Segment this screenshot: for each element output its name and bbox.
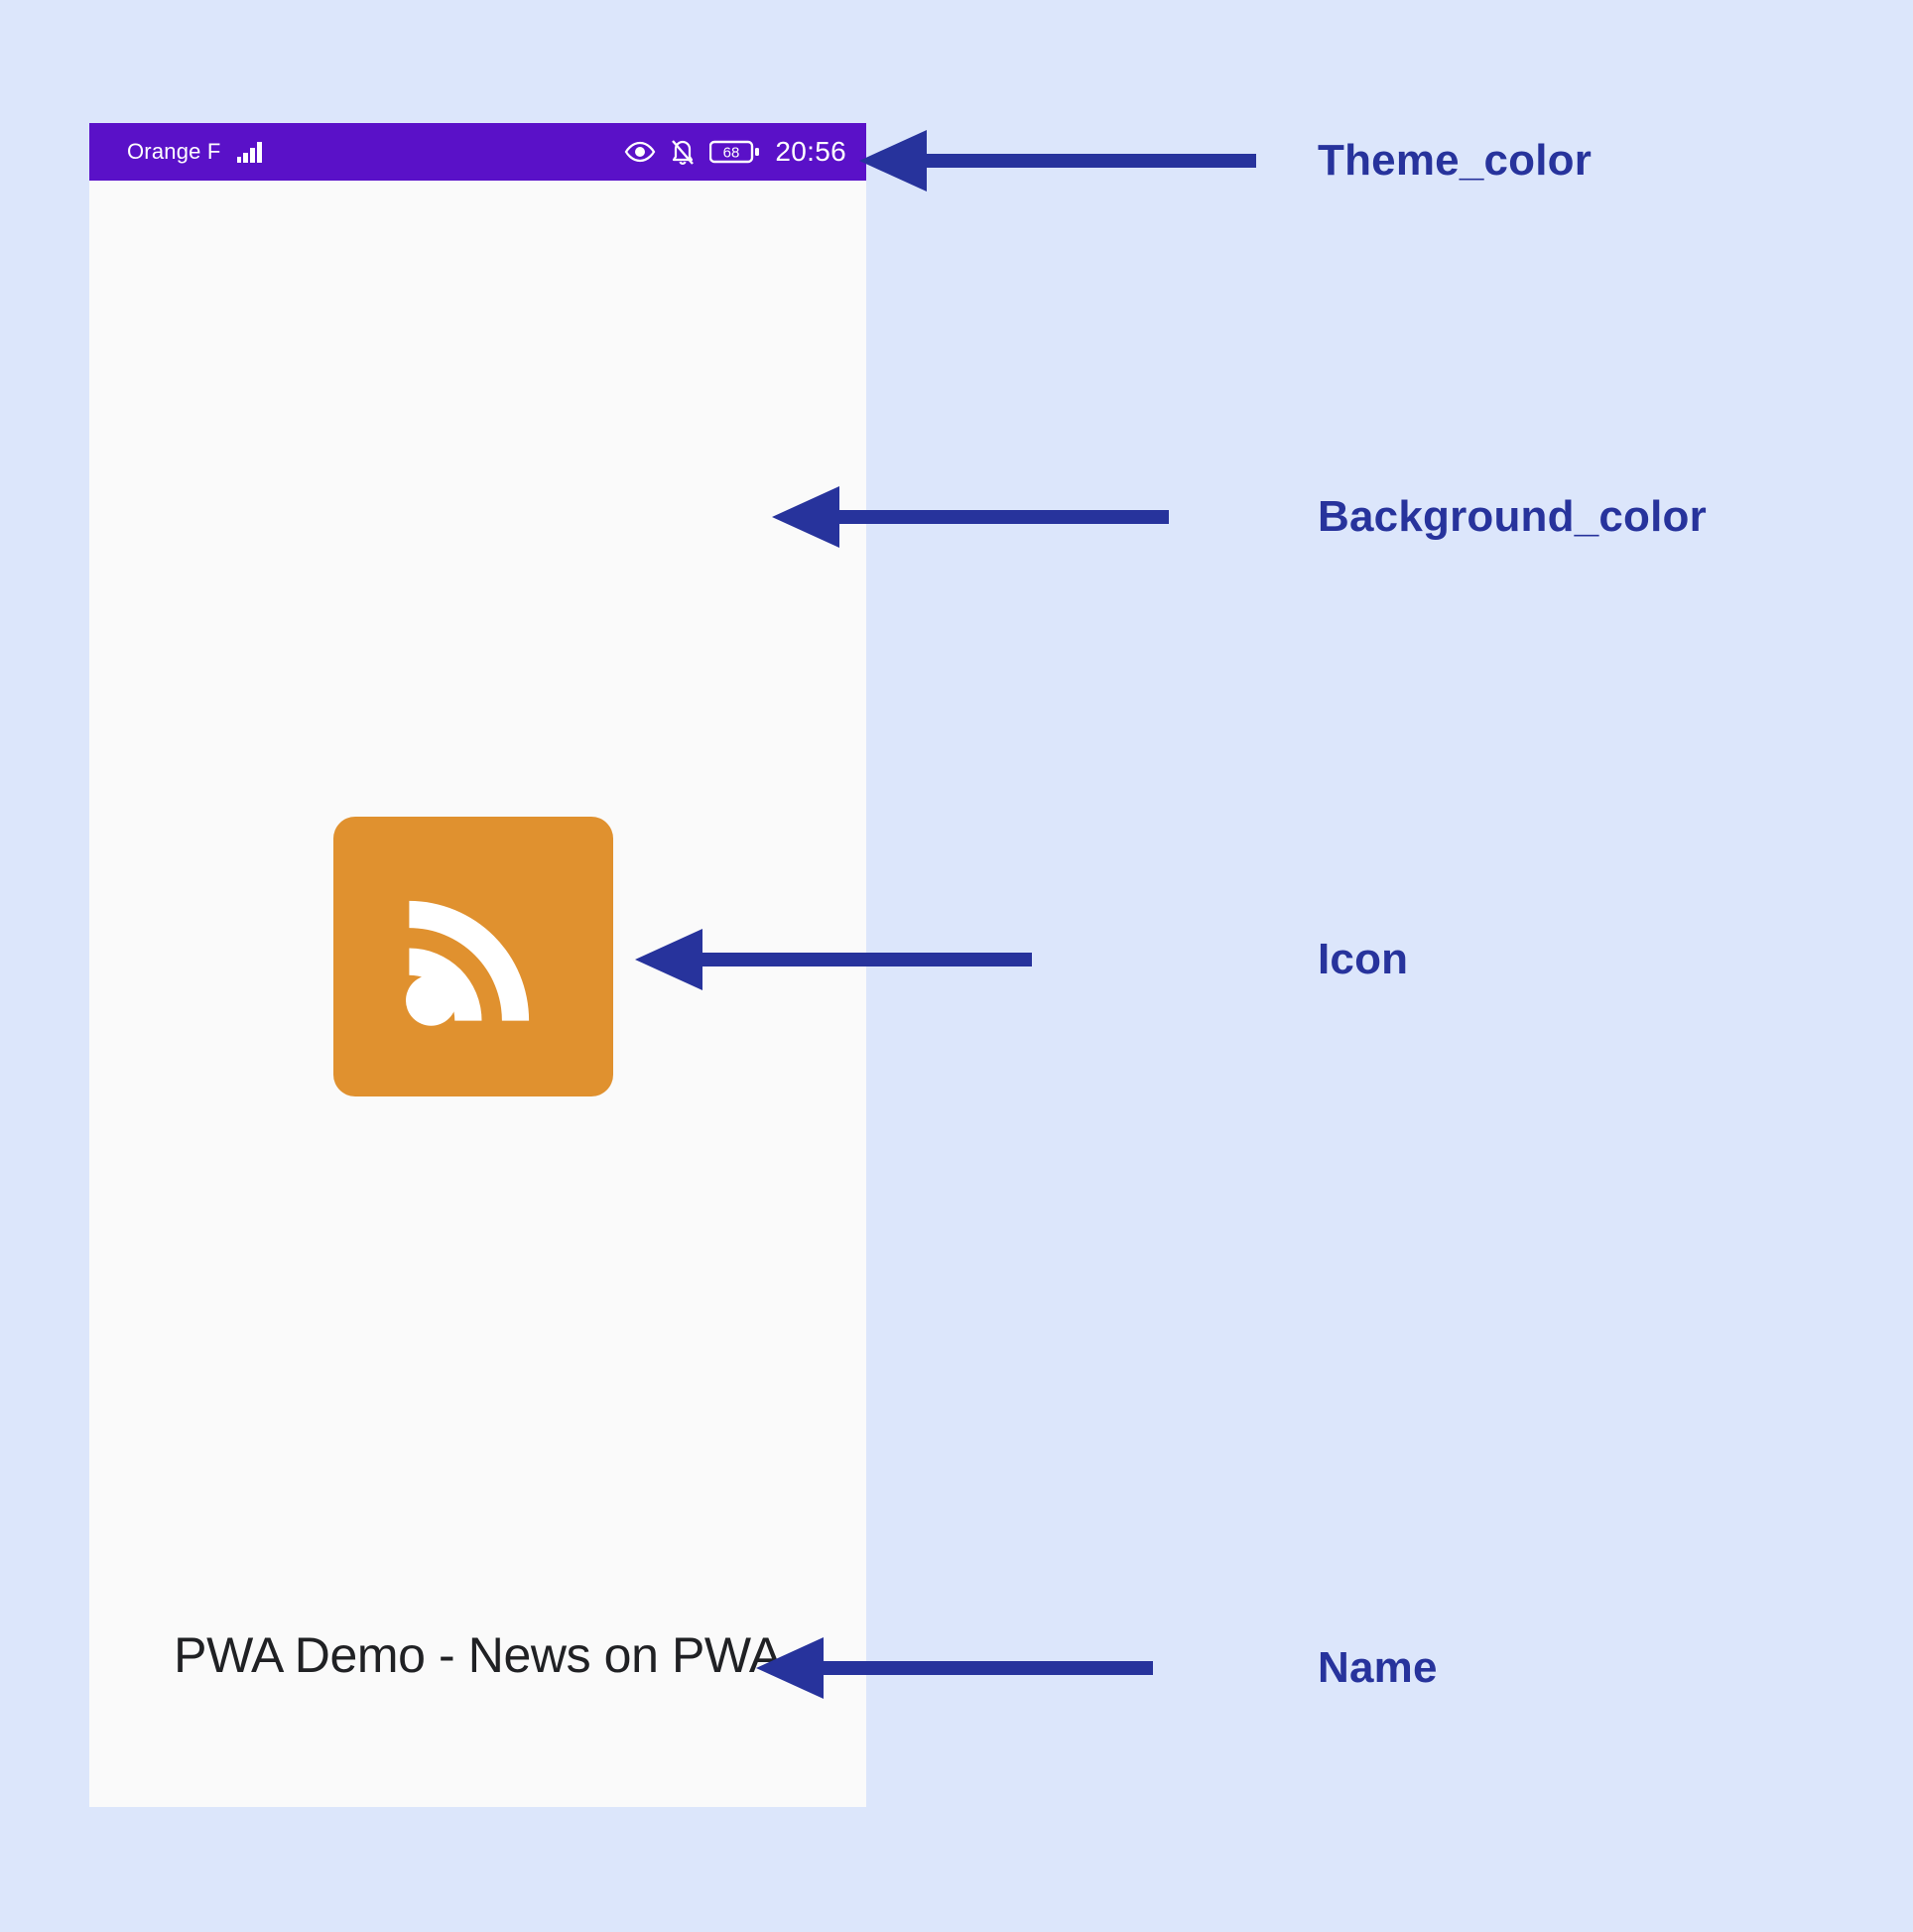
annotation-label-background-color: Background_color [1318, 492, 1707, 541]
battery-level-text: 68 [723, 145, 740, 162]
eye-icon [624, 140, 656, 164]
app-name-label: PWA Demo - News on PWA [174, 1627, 782, 1683]
bell-muted-icon [670, 138, 696, 166]
annotation-background-color: Background_color [772, 486, 1707, 548]
annotation-name: Name [756, 1637, 1438, 1699]
app-icon-tile [333, 817, 613, 1096]
carrier-label: Orange F [127, 139, 221, 164]
annotation-arrow-left-icon [756, 1637, 1153, 1699]
status-bar: Orange F [89, 123, 866, 181]
signal-bars-icon [236, 140, 267, 164]
annotation-arrow-left-icon [635, 929, 1032, 990]
status-bar-left-group: Orange F [127, 139, 267, 165]
status-clock: 20:56 [775, 136, 846, 167]
annotation-arrow-left-icon [859, 130, 1256, 192]
annotation-label-icon: Icon [1318, 935, 1409, 983]
battery-icon: 68 [709, 138, 761, 166]
annotation-label-name: Name [1318, 1643, 1438, 1692]
status-bar-right-group: 68 20:56 [624, 136, 846, 168]
annotation-icon: Icon [635, 929, 1408, 990]
annotation-arrow-left-icon [772, 486, 1169, 548]
annotation-theme-color: Theme_color [859, 130, 1592, 192]
annotation-label-theme-color: Theme_color [1318, 136, 1593, 185]
rss-feed-icon [389, 872, 558, 1041]
